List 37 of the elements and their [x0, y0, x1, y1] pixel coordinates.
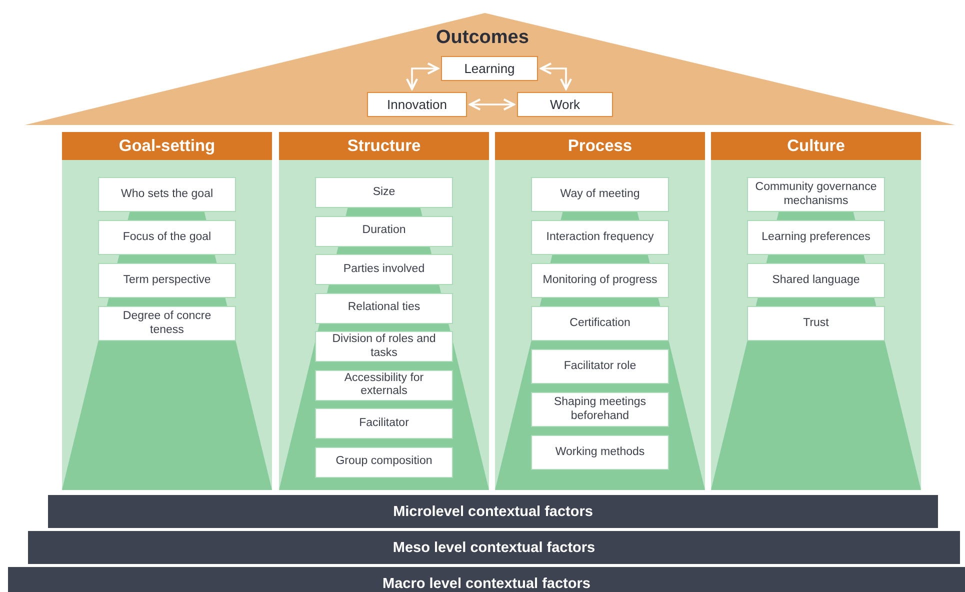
- pillar-heading: Culture: [711, 132, 921, 160]
- factor-box: Trust: [747, 306, 885, 341]
- pillar-heading: Process: [495, 132, 705, 160]
- factor-box: Facilitator: [315, 408, 453, 439]
- factor-box: Group composition: [315, 446, 453, 478]
- factor-box: Duration: [315, 216, 453, 246]
- foundation-band: Microlevel contextual factors: [48, 495, 938, 528]
- pillar-heading: Structure: [279, 132, 489, 160]
- factor-box: Way of meeting: [531, 177, 669, 212]
- factor-box: Learning preferences: [747, 220, 885, 255]
- factor-box: Size: [315, 177, 453, 208]
- outcome-box: Work: [517, 92, 613, 117]
- pillar-heading: Goal-setting: [62, 132, 272, 160]
- factor-box: Focus of the goal: [98, 220, 236, 255]
- outcome-box: Learning: [441, 56, 538, 81]
- factor-box: Accessibility for externals: [315, 370, 453, 400]
- factor-box: Certification: [531, 306, 669, 341]
- factor-box: Division of roles and tasks: [315, 331, 453, 362]
- factor-box: Facilitator role: [531, 349, 669, 384]
- factor-box: Parties involved: [315, 254, 453, 285]
- double-arrow: [469, 98, 515, 111]
- factor-box: Working methods: [531, 435, 669, 470]
- foundation-band: Meso level contextual factors: [28, 531, 960, 564]
- factor-box: Shaping meetings beforehand: [531, 392, 669, 427]
- factor-box: Community governance mechanisms: [747, 177, 885, 212]
- factor-box: Relational ties: [315, 292, 453, 324]
- roof-title: Outcomes: [435, 27, 530, 50]
- double-arrow: [540, 62, 572, 90]
- factor-box: Shared language: [747, 263, 885, 298]
- factor-box: Who sets the goal: [98, 177, 236, 212]
- factor-box: Interaction frequency: [531, 220, 669, 255]
- factor-box: Term perspective: [98, 263, 236, 298]
- factor-box: Degree of concre teness: [98, 306, 236, 341]
- outcome-box: Innovation: [367, 92, 467, 117]
- double-arrow: [406, 62, 439, 90]
- foundation-band: Macro level contextual factors: [8, 567, 965, 592]
- factor-box: Monitoring of progress: [531, 263, 669, 298]
